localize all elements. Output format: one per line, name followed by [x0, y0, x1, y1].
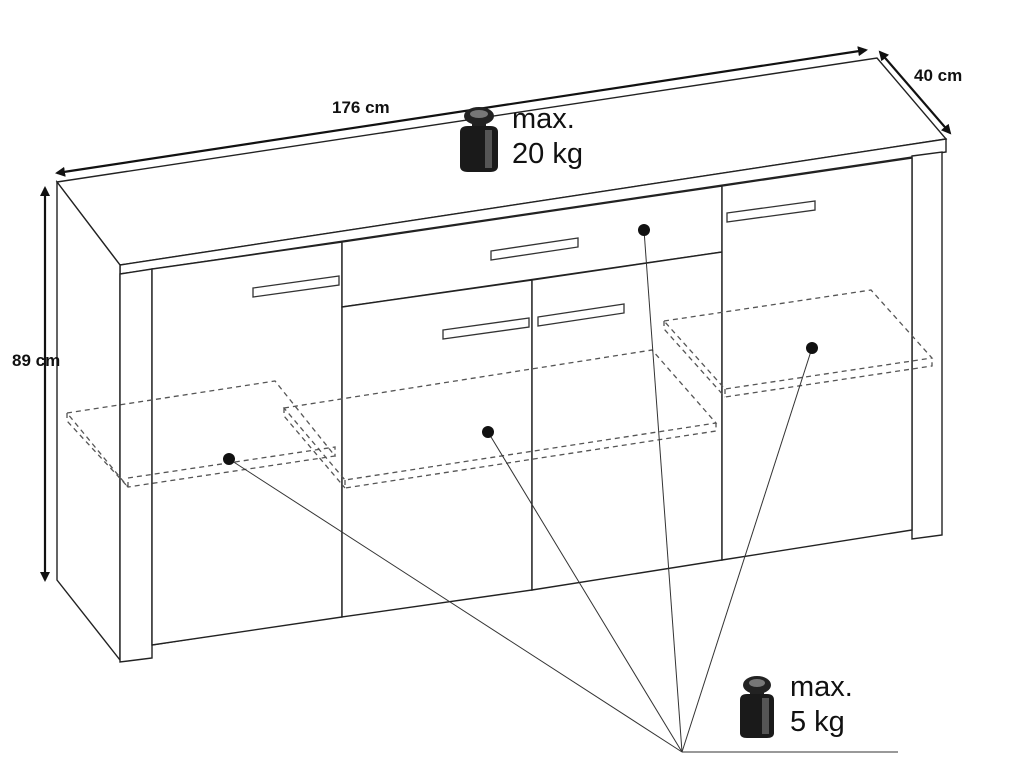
weight-icon — [740, 676, 774, 738]
center-right-door — [531, 251, 723, 591]
top-max-label: max. — [512, 103, 575, 135]
right-front-post — [911, 151, 943, 540]
right-door-handle — [726, 200, 816, 223]
width-arrow — [55, 46, 868, 177]
drawer-handle — [490, 237, 579, 261]
pointer-line-center — [487, 431, 683, 753]
width-label: 176 cm — [332, 98, 390, 117]
pointer-line-right — [681, 347, 813, 753]
left-door-handle — [252, 275, 340, 298]
shelf-max-label: max. — [790, 671, 853, 703]
load-point-center-shelf — [482, 426, 494, 438]
center-right-door-handle — [537, 303, 625, 327]
dimension-arrows — [40, 46, 952, 582]
height-label: 89 cm — [12, 351, 60, 370]
left-front-post — [119, 268, 153, 663]
shelf-weight-label: 5 kg — [790, 706, 845, 738]
load-point-right-shelf — [806, 342, 818, 354]
load-pointers — [223, 224, 898, 753]
depth-arrow — [878, 50, 952, 135]
weight-icon — [460, 107, 498, 172]
pointer-line-drawer — [643, 229, 683, 753]
pointer-line-left — [228, 458, 683, 753]
shelves — [65, 289, 934, 489]
load-point-drawer — [638, 224, 650, 236]
cabinet — [55, 57, 948, 663]
left-side-panel — [56, 179, 121, 663]
center-left-door-handle — [442, 317, 530, 340]
depth-label: 40 cm — [914, 66, 962, 85]
top-weight-label: 20 kg — [512, 138, 583, 170]
load-point-left-shelf — [223, 453, 235, 465]
